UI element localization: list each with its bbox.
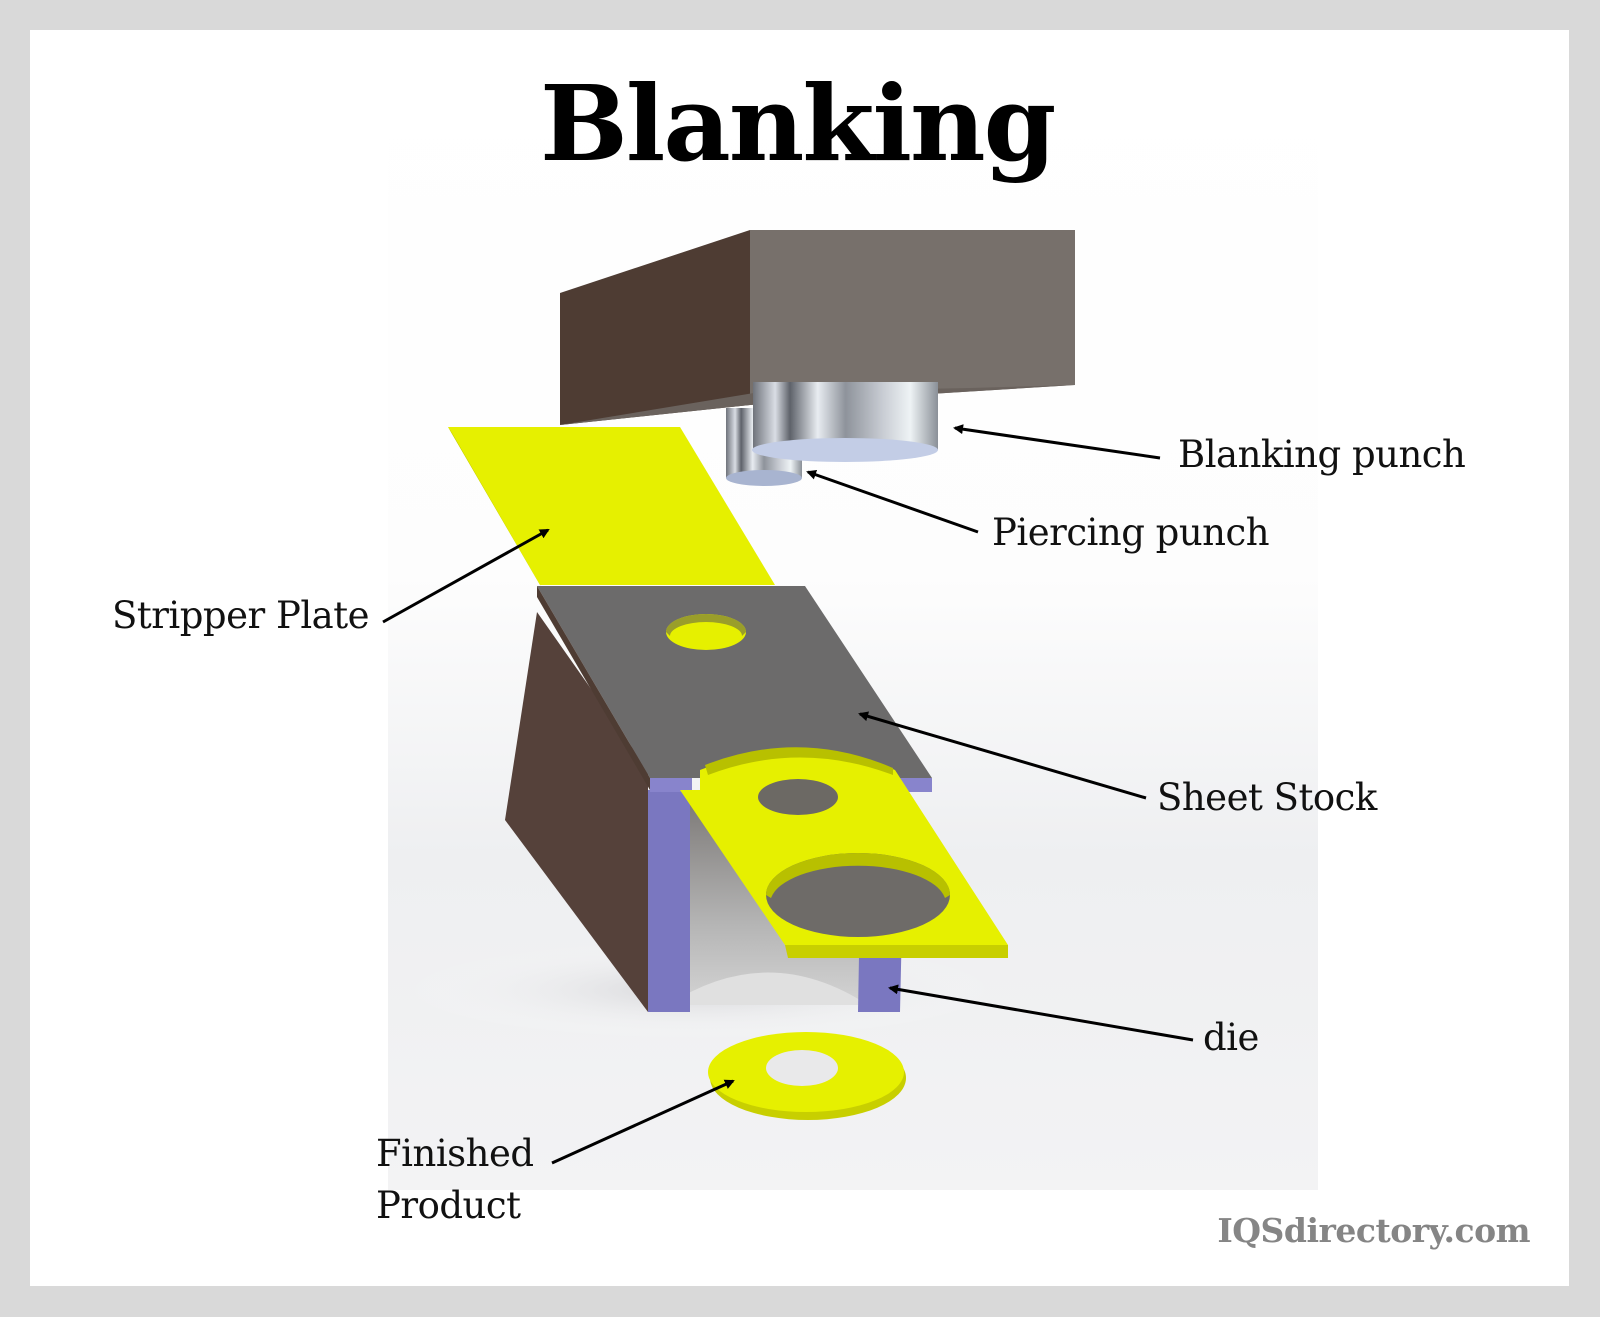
arrow-blanking-punch — [953, 424, 1161, 460]
arrow-piercing-punch — [806, 469, 979, 534]
label-die: die — [1203, 1016, 1259, 1059]
arrow-sheet-stock — [858, 711, 1147, 800]
punch-holder-side — [560, 230, 750, 425]
diagram-title: Blanking — [540, 62, 1056, 185]
die-body-side — [505, 612, 648, 1012]
strip-through-die — [680, 747, 1008, 958]
label-stripper-plate: Stripper Plate — [112, 594, 370, 637]
sheet-stock — [537, 586, 932, 790]
arrow-stripper-plate — [382, 528, 550, 624]
label-piercing-punch: Piercing punch — [992, 511, 1270, 554]
strip-pierce-hole — [758, 779, 838, 815]
arrow-finished-product — [551, 1079, 735, 1165]
strip-blank-hole — [766, 853, 950, 937]
die-insert-left — [648, 790, 690, 1012]
stripper-plate — [448, 427, 775, 590]
die-top-insert-left — [650, 778, 692, 792]
watermark-iqsdirectory: IQSdirectory.com — [1217, 1211, 1530, 1250]
punch-holder-front — [750, 230, 1075, 405]
washer-hole — [766, 1050, 838, 1086]
blanking-punch — [752, 382, 938, 462]
label-sheet-stock: Sheet Stock — [1157, 776, 1377, 819]
arrow-die — [888, 984, 1194, 1042]
label-finished-product-line2: Product — [376, 1184, 521, 1227]
finished-product-washer — [708, 1032, 906, 1120]
label-blanking-punch: Blanking punch — [1178, 433, 1466, 476]
label-finished-product-line1: Finished — [376, 1132, 534, 1175]
